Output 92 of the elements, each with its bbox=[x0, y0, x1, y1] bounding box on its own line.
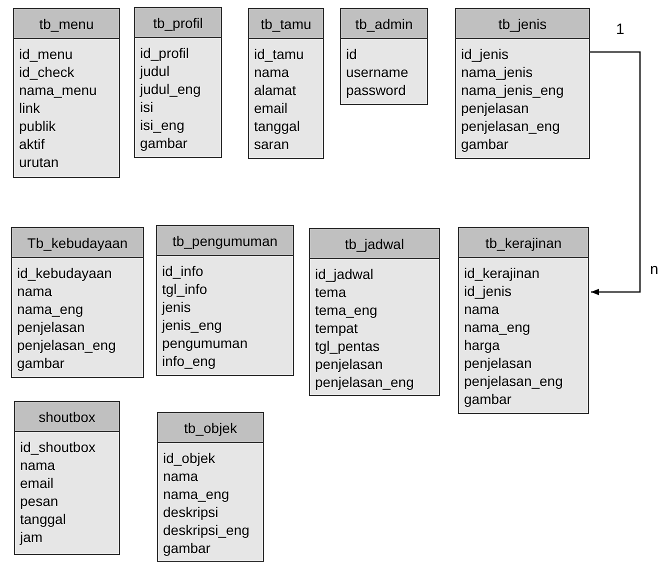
field-name: tempat bbox=[315, 319, 359, 337]
field-name: gambar bbox=[464, 390, 512, 408]
field-name: harga bbox=[464, 336, 501, 354]
field-name: isi_eng bbox=[140, 116, 186, 134]
field-name: tema_eng bbox=[315, 301, 378, 319]
table-header: tb_pengumuman bbox=[157, 226, 293, 256]
field-name: id_jenis bbox=[461, 45, 510, 63]
cardinality-label: n bbox=[650, 262, 658, 277]
table-box bbox=[157, 412, 264, 562]
field-name: id_kebudayaan bbox=[17, 264, 113, 282]
field-name: deskripsi bbox=[163, 503, 220, 521]
table-header: tb_jenis bbox=[456, 9, 589, 39]
field-name: pengumuman bbox=[162, 334, 249, 352]
field-name: penjelasan bbox=[461, 99, 530, 117]
field-name: deskripsi_eng bbox=[163, 521, 250, 539]
connector-arrow bbox=[590, 51, 641, 296]
field-name: email bbox=[254, 99, 288, 117]
table-header: shoutbox bbox=[15, 402, 119, 432]
field-name: tgl_pentas bbox=[315, 337, 381, 355]
field-name: penjelasan bbox=[315, 355, 384, 373]
field-name: aktif bbox=[19, 135, 46, 153]
field-name: tema bbox=[315, 283, 348, 301]
field-name: penjelasan_eng bbox=[17, 336, 117, 354]
field-name: nama_jenis_eng bbox=[461, 81, 565, 99]
table-box bbox=[340, 8, 428, 105]
cardinality-label: 1 bbox=[616, 22, 624, 37]
field-name: id_jenis bbox=[464, 282, 512, 300]
field-name: email bbox=[20, 474, 54, 492]
field-name: password bbox=[346, 81, 407, 99]
table-box bbox=[11, 227, 144, 378]
field-name: jenis_eng bbox=[162, 316, 223, 334]
field-name: id bbox=[346, 45, 358, 63]
field-name: penjelasan_eng bbox=[315, 373, 415, 391]
field-name: id_profil bbox=[140, 44, 190, 62]
field-name: nama bbox=[17, 282, 54, 300]
field-name: id_objek bbox=[163, 449, 216, 467]
field-name: info_eng bbox=[162, 352, 217, 370]
field-name: tgl_info bbox=[162, 280, 208, 298]
field-name: jenis bbox=[162, 298, 192, 316]
field-name: penjelasan_eng bbox=[461, 117, 561, 135]
field-name: pesan bbox=[20, 492, 60, 510]
field-name: link bbox=[19, 99, 42, 117]
field-name: nama bbox=[254, 63, 290, 81]
field-name: id_menu bbox=[19, 45, 74, 63]
field-name: nama bbox=[20, 456, 56, 474]
field-name: tanggal bbox=[20, 510, 67, 528]
table-box bbox=[134, 7, 222, 158]
field-name: id_shoutbox bbox=[20, 438, 97, 456]
table-header: tb_menu bbox=[14, 9, 119, 39]
field-name: nama_jenis bbox=[461, 63, 534, 81]
table-header: tb_profil bbox=[135, 8, 221, 38]
field-name: gambar bbox=[17, 354, 66, 372]
field-name: isi bbox=[140, 98, 154, 116]
table-header: tb_kerajinan bbox=[459, 228, 588, 258]
field-name: tanggal bbox=[254, 117, 301, 135]
field-name: saran bbox=[254, 135, 290, 153]
table-box bbox=[156, 225, 294, 376]
table-box bbox=[309, 228, 440, 396]
table-header: tb_tamu bbox=[249, 9, 323, 39]
field-name: gambar bbox=[140, 134, 188, 152]
field-name: id_info bbox=[162, 262, 204, 280]
field-name: penjelasan_eng bbox=[464, 372, 564, 390]
table-box bbox=[455, 8, 590, 159]
field-name: publik bbox=[19, 117, 57, 135]
field-name: gambar bbox=[461, 135, 510, 153]
field-name: penjelasan bbox=[464, 354, 533, 372]
table-header: tb_jadwal bbox=[310, 229, 439, 259]
field-name: gambar bbox=[163, 539, 212, 557]
table-header: tb_admin bbox=[341, 9, 427, 39]
field-name: nama_eng bbox=[17, 300, 84, 318]
table-header: tb_objek bbox=[158, 413, 263, 443]
table-box bbox=[458, 227, 589, 414]
field-name: nama_menu bbox=[19, 81, 98, 99]
field-name: judul_eng bbox=[140, 80, 202, 98]
field-name: nama bbox=[464, 300, 500, 318]
table-header: Tb_kebudayaan bbox=[12, 228, 143, 258]
table-box bbox=[13, 8, 120, 178]
field-name: urutan bbox=[19, 153, 60, 171]
field-name: penjelasan bbox=[17, 318, 86, 336]
field-name: alamat bbox=[254, 81, 298, 99]
field-name: nama_eng bbox=[163, 485, 230, 503]
table-box bbox=[248, 8, 324, 159]
field-name: username bbox=[346, 63, 410, 81]
field-name: judul bbox=[140, 62, 171, 80]
field-name: id_check bbox=[19, 63, 76, 81]
field-name: nama bbox=[163, 467, 200, 485]
table-box bbox=[14, 401, 120, 555]
field-name: id_kerajinan bbox=[464, 264, 540, 282]
field-name: id_jadwal bbox=[315, 265, 374, 283]
field-name: jam bbox=[20, 528, 44, 546]
field-name: nama_eng bbox=[464, 318, 532, 336]
field-name: id_tamu bbox=[254, 45, 305, 63]
